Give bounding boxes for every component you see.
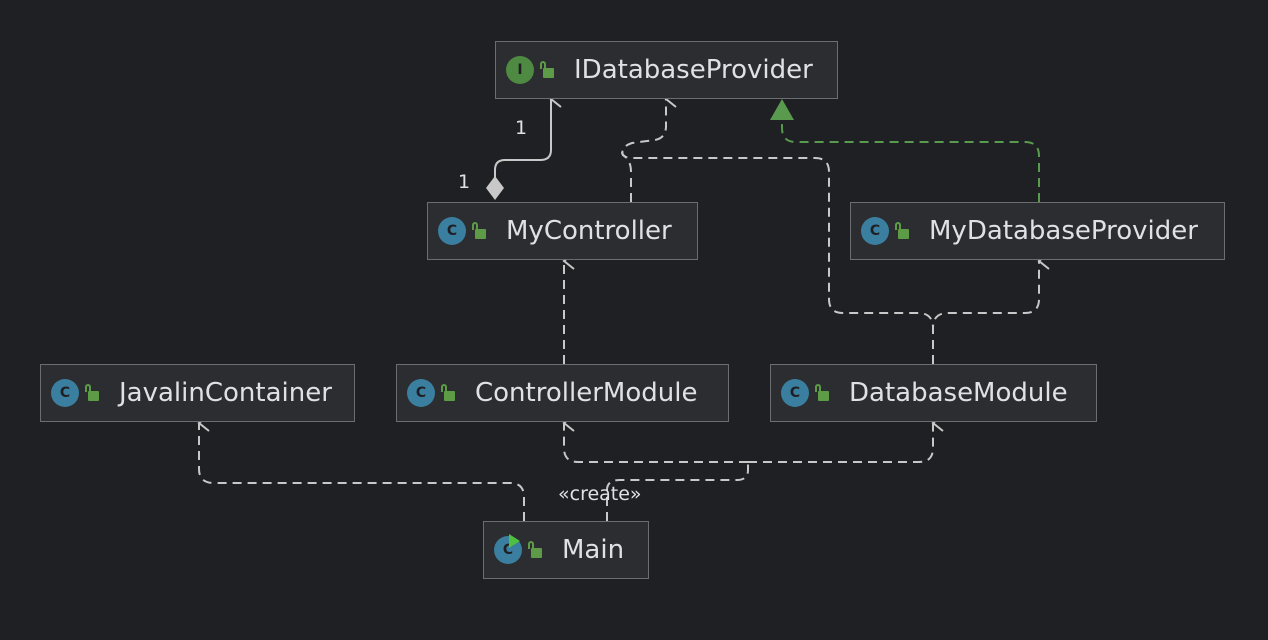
public-lock-icon [894, 222, 910, 240]
dependency-edge-databasemodule-mydatabaseprovider[interactable] [932, 252, 1050, 364]
public-lock-icon [814, 384, 830, 402]
interface-icon: I [506, 56, 534, 84]
node-databasemodule[interactable]: C DatabaseModule [770, 364, 1097, 422]
public-lock-icon [440, 384, 456, 402]
class-icon: C [438, 217, 466, 245]
public-lock-icon [539, 61, 555, 79]
node-label: JavalinContainer [119, 378, 332, 408]
realization-arrowhead [770, 99, 794, 120]
dependency-edge-main-javalincontainer[interactable] [197, 414, 525, 521]
run-triangle-icon [509, 534, 520, 548]
dependency-edge-mycontroller-idatabaseprovider[interactable] [621, 90, 677, 202]
realization-edge[interactable] [781, 118, 1040, 202]
class-icon: C [781, 379, 809, 407]
node-main[interactable]: C Main [483, 521, 649, 579]
class-icon: C [407, 379, 435, 407]
composition-edge[interactable] [494, 90, 562, 180]
node-label: ControllerModule [475, 378, 698, 408]
class-icon: C [51, 379, 79, 407]
public-lock-icon [84, 384, 100, 402]
create-edge-main-trunk[interactable] [606, 462, 749, 521]
node-label: Main [562, 535, 625, 565]
node-label: MyController [506, 216, 672, 246]
node-javalincontainer[interactable]: C JavalinContainer [40, 364, 355, 422]
multiplicity-label-source: 1 [458, 171, 471, 193]
node-label: DatabaseModule [849, 378, 1068, 408]
public-lock-icon [527, 541, 543, 559]
node-idatabaseprovider[interactable]: I IDatabaseProvider [495, 41, 838, 99]
node-mycontroller[interactable]: C MyController [427, 202, 698, 260]
node-label: MyDatabaseProvider [929, 216, 1198, 246]
node-mydatabaseprovider[interactable]: C MyDatabaseProvider [850, 202, 1225, 260]
create-edge-main-controllermodule[interactable] [562, 414, 748, 463]
dependency-edge-databasemodule-idatabaseprovider[interactable] [621, 151, 934, 364]
node-label: IDatabaseProvider [574, 55, 813, 85]
create-edge-main-databasemodule[interactable] [748, 414, 944, 463]
class-icon: C [861, 217, 889, 245]
create-stereotype-label: «create» [558, 483, 642, 505]
runnable-class-icon: C [494, 534, 522, 564]
node-controllermodule[interactable]: C ControllerModule [396, 364, 729, 422]
public-lock-icon [471, 222, 487, 240]
composition-diamond [486, 176, 504, 200]
multiplicity-label-target: 1 [515, 117, 528, 139]
